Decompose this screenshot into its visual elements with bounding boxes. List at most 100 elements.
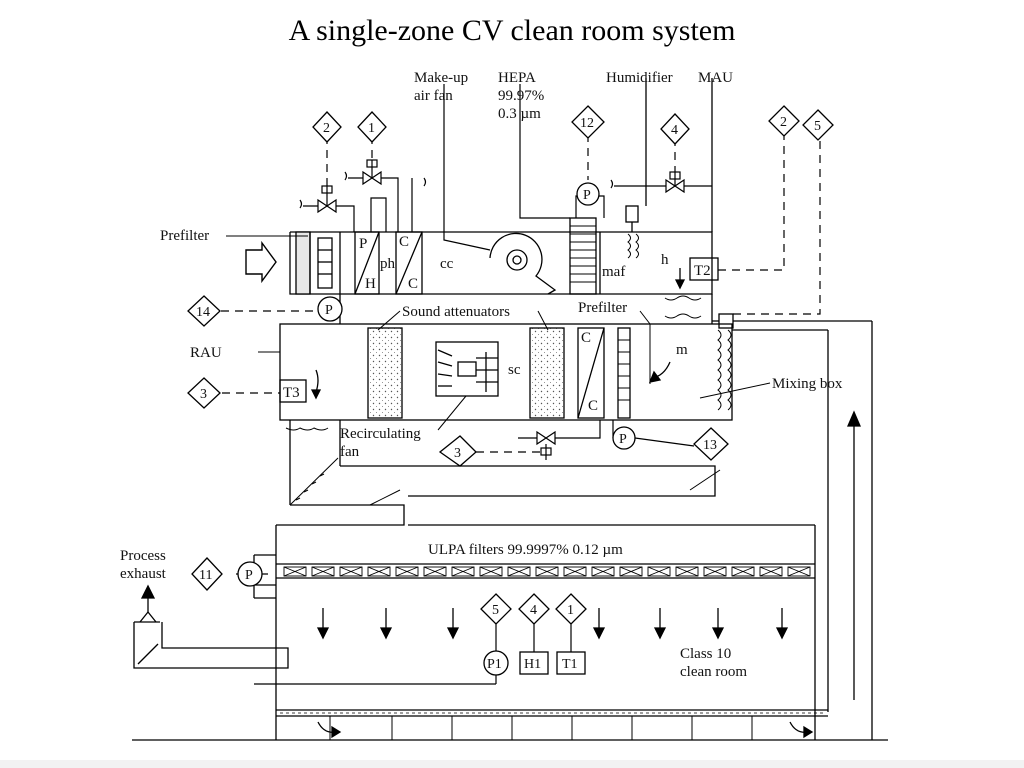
p-coil-label: P [359,236,367,252]
sensor-t2-label: T2 [694,263,711,279]
duct-filter-marks [285,427,721,506]
diamond-label-4-room: 4 [530,603,537,618]
diamond-label-11: 11 [199,568,212,583]
ulpa-label: ULPA filters 99.9997% 0.12 µm [428,542,623,558]
mau-rau-connection [339,294,873,740]
process-exhaust-label-2: exhaust [120,566,167,582]
diamond-label-3-bottom: 3 [454,446,461,461]
control-point-14 [187,295,221,327]
sensor-h1-label: H1 [524,657,541,672]
sound-attenuator-2 [529,327,565,419]
c-coil-bottom-label: C [408,276,418,292]
humidity-sensor-h1 [519,651,549,675]
humidifier-label: Humidifier [606,70,673,86]
pressure-gauge-exhaust [237,561,263,587]
cooling-coil-rau [577,327,605,419]
prefilter-left-label: Prefilter [160,228,209,244]
recirculating-fan [435,341,499,397]
control-point-13 [693,427,729,461]
sensor-t1-label: T1 [562,657,578,672]
clean-room-label-2: clean room [680,664,747,680]
cc-label: cc [440,256,454,272]
control-point-5-right [802,109,834,141]
diamond-label-2-right: 2 [780,115,787,130]
sensor-t3 [279,379,307,403]
pressure-gauge-prefilter [317,296,343,322]
cooling-coil-mau [395,231,423,295]
hepa-filter [569,217,597,295]
sensor-p1-label: P1 [487,657,502,672]
control-point-2-left [312,111,342,143]
diamond-label-4-top: 4 [671,123,678,138]
diamond-label-14: 14 [196,305,210,320]
pressure-label-prefilter: P [325,303,333,318]
pressure-sensor-p1 [483,650,509,676]
diamond-label-2-left: 2 [323,121,330,136]
hepa-label-2: 99.97% [498,88,544,104]
control-point-4-room [518,593,550,625]
mixing-box-label: Mixing box [772,376,843,392]
recirc-fan-label-2: fan [340,444,360,460]
control-point-2-right [768,105,800,137]
recirc-fan-label-1: Recirculating [340,426,421,442]
temperature-sensor-t1 [556,651,586,675]
rau-prefilter [617,327,631,419]
bottom-band [0,760,1024,768]
h-coil-label: H [365,276,376,292]
m-label: m [676,342,688,358]
recirculating-air-unit [276,323,829,712]
sound-attenuator-1 [367,327,403,419]
control-point-12 [571,105,605,139]
diamond-label-1-room: 1 [567,603,574,618]
c-coil-top-label: C [399,234,409,250]
hepa-label-1: HEPA [498,70,536,86]
makeup-air-unit [245,78,719,295]
diamond-label-5-room: 5 [492,603,499,618]
clean-room-label-1: Class 10 [680,646,731,662]
clean-room-airflow-arrows [316,410,861,739]
sc-label: sc [508,362,521,378]
diamond-label-13: 13 [703,438,717,453]
mixing-connector [718,313,734,329]
control-point-1-left [357,111,387,143]
makeup-air-fan [489,232,557,295]
sound-attenuators-label: Sound attenuators [402,304,510,320]
diamond-label-5-right: 5 [814,119,821,134]
sensor-t2 [689,257,719,281]
ulpa-filter-row [283,566,811,577]
diamond-label-12: 12 [580,116,594,131]
hepa-label-3: 0.3 µm [498,106,541,122]
ph-label: ph [380,256,396,272]
pressure-gauge-hepa [576,182,600,206]
clean-room [132,524,888,741]
cc-coil-bottom-label: C [588,398,598,414]
mau-prefilter [295,231,311,295]
preheat-coil [354,231,380,295]
leader-lines [226,235,771,431]
rau-label: RAU [190,345,222,361]
pressure-gauge-cooling-coil [612,426,636,450]
makeup-fan-label-2: air fan [414,88,453,104]
makeup-fan-label-1: Make-up [414,70,468,86]
signal-lines [495,420,695,684]
pressure-label-cooling: P [619,432,627,447]
control-point-5-room [480,593,512,625]
control-point-11 [191,557,223,591]
maf-label: maf [602,264,625,280]
prefilter-right-label: Prefilter [578,300,627,316]
page-title: A single-zone CV clean room system [288,14,736,47]
air-inlet-arrow [245,240,277,284]
cc-coil-top-label: C [581,330,591,346]
exhaust-arrow-up [140,584,156,599]
mau-label: MAU [698,70,733,86]
humidifier-element [627,233,639,259]
diamond-label-1-left: 1 [368,121,375,136]
mau-valves [299,84,712,456]
mixing-box-damper [717,329,732,411]
control-point-3-bottom [438,435,477,467]
h-label: h [661,252,669,268]
process-exhaust-label-1: Process [120,548,166,564]
pressure-label-exhaust: P [245,568,253,583]
control-point-3-left [187,377,221,409]
